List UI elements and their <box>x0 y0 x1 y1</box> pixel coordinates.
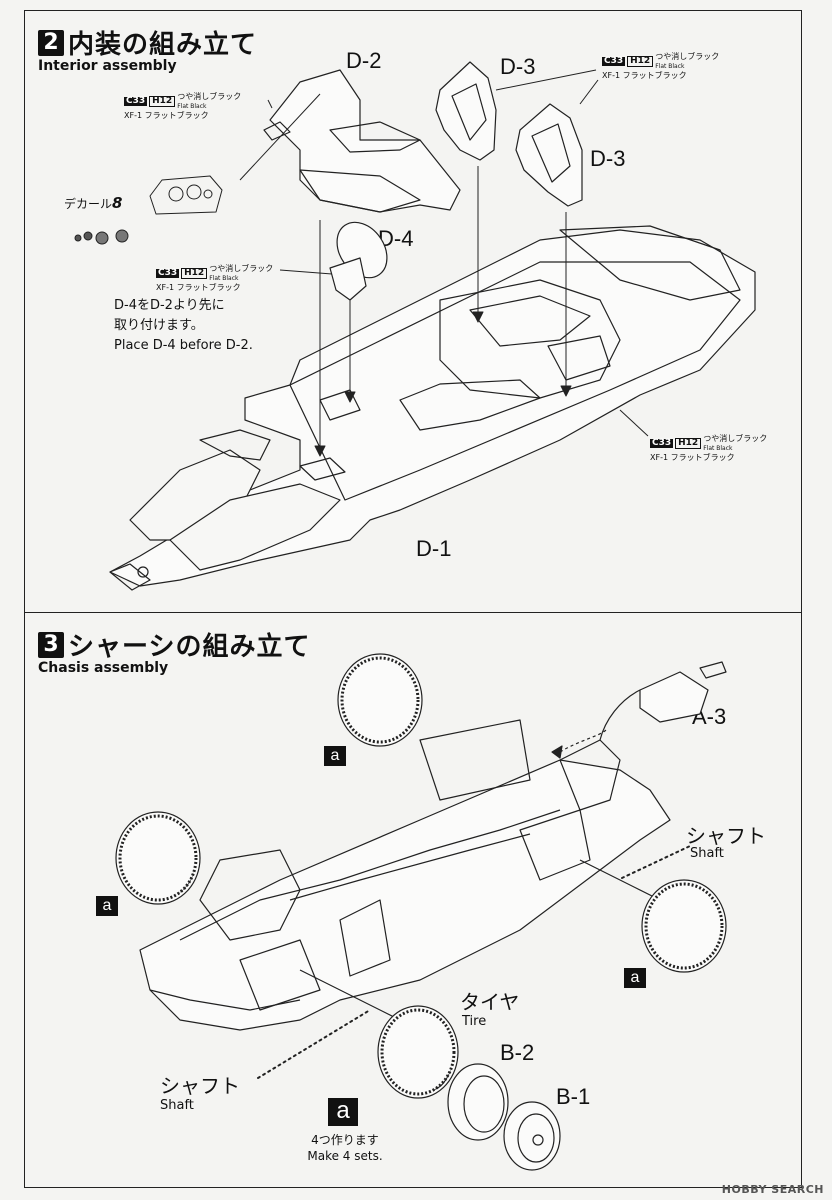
paint-code-h: H12 <box>675 438 702 449</box>
wheel-marker-main: a <box>328 1098 358 1126</box>
wheel-marker-top: a <box>324 746 346 766</box>
part-d1-label: D-1 <box>416 536 452 561</box>
section2-header: 2 内装の組み立て <box>38 24 257 61</box>
interior-tub-d1 <box>109 225 756 591</box>
paint-code-c: C33 <box>650 438 674 448</box>
section2-title: 内装の組み立て <box>68 30 258 60</box>
chassis-frame <box>139 719 671 1031</box>
paint-xf: XF-1 フラットブラック <box>124 111 209 120</box>
section3-header: 3 シャーシの組み立て <box>38 626 310 663</box>
part-d3-top-label: D-3 <box>500 54 536 79</box>
section3-number: 3 <box>38 631 64 658</box>
shaft-right-label-jp: シャフト <box>686 824 766 848</box>
make-jp: 4つ作ります <box>311 1133 379 1147</box>
wheel-top <box>337 653 423 747</box>
make-sets-note: 4つ作ります Make 4 sets. <box>290 1132 400 1164</box>
paint-code-c: C33 <box>124 96 148 106</box>
decal-8 <box>74 175 223 245</box>
decal-number: 8 <box>112 194 123 212</box>
paint-xf: XF-1 フラットブラック <box>602 71 687 80</box>
decal-callout: デカール8 <box>64 194 122 212</box>
section3-subtitle: Chasis assembly <box>38 660 169 676</box>
paint-code-c: C33 <box>602 56 626 66</box>
shaft-left-label-en: Shaft <box>160 1098 194 1113</box>
tire-label-jp: タイヤ <box>460 990 520 1014</box>
paint-code-h: H12 <box>149 96 176 107</box>
paint-name-en: Flat Black <box>655 63 685 70</box>
steering-d4 <box>329 221 388 301</box>
note-jp-line1: D-4をD-2より先に <box>114 298 225 313</box>
tire <box>377 1005 459 1099</box>
wheel-left <box>115 811 201 905</box>
shaft-right-label-en: Shaft <box>690 846 724 861</box>
paint-xf: XF-1 フラットブラック <box>156 283 241 292</box>
tire-label-en: Tire <box>462 1014 487 1029</box>
paint-name-jp: つや消しブラック <box>177 92 242 101</box>
paint-name-jp: つや消しブラック <box>209 264 274 273</box>
part-a3 <box>551 661 727 759</box>
paint-name-en: Flat Black <box>209 275 239 282</box>
section3-title: シャーシの組み立て <box>68 632 311 662</box>
part-b1-label: B-1 <box>556 1084 591 1109</box>
seat-d3-left <box>435 61 497 161</box>
paint-xf: XF-1 フラットブラック <box>650 453 735 462</box>
section2-subtitle: Interior assembly <box>38 58 177 74</box>
paint-name-jp: つや消しブラック <box>703 434 768 443</box>
watermark: HOBBY SEARCH <box>721 1183 824 1196</box>
dashboard-d2 <box>263 69 461 213</box>
page-frame <box>24 10 802 1188</box>
wheel-b1 <box>503 1101 561 1171</box>
paint-code-h: H12 <box>181 268 208 279</box>
note-jp-line2: 取り付けます。 <box>114 318 204 333</box>
section2-number: 2 <box>38 29 64 56</box>
paint-code-c: C33 <box>156 268 180 278</box>
wheel-marker-right: a <box>624 968 646 988</box>
section-divider <box>24 612 802 613</box>
paint-code-h: H12 <box>627 56 654 67</box>
paint-name-en: Flat Black <box>177 103 207 110</box>
note-en: Place D-4 before D-2. <box>114 338 253 353</box>
wheel-b2 <box>447 1063 509 1141</box>
part-d3-right-label: D-3 <box>590 146 626 171</box>
seat-d3-right <box>515 103 583 207</box>
make-en: Make 4 sets. <box>307 1149 383 1163</box>
shaft-left-label-jp: シャフト <box>160 1074 240 1098</box>
wheel-right <box>641 879 727 973</box>
assembly-note: D-4をD-2より先に 取り付けます。 Place D-4 before D-2… <box>114 296 253 356</box>
part-d2-label: D-2 <box>346 48 382 73</box>
wheel-marker-left: a <box>96 896 118 916</box>
paint-name-en: Flat Black <box>703 445 733 452</box>
decal-label: デカール <box>64 197 113 211</box>
paint-name-jp: つや消しブラック <box>655 52 720 61</box>
part-b2-label: B-2 <box>500 1040 535 1065</box>
